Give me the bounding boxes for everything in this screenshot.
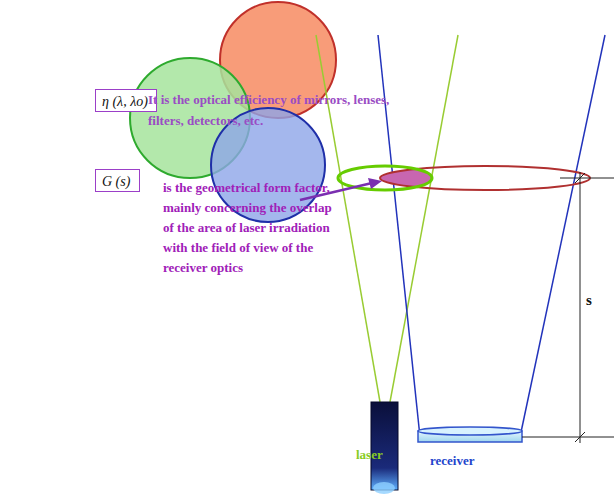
- laser-beam-edge: [390, 35, 458, 402]
- arrow-head: [368, 178, 382, 189]
- form-factor-note: is the geometrical form factor, mainly c…: [163, 178, 345, 278]
- laser-label: laser: [356, 446, 383, 463]
- receiver-label: receiver: [430, 452, 475, 469]
- laser-body: [371, 402, 398, 490]
- symbol-text: η (λ, λo): [102, 94, 148, 109]
- receiver-fov-ellipse: [380, 166, 590, 190]
- symbol-box: G (s): [95, 169, 140, 192]
- receiver-top: [418, 427, 522, 435]
- symbol-box: η (λ, λo): [95, 89, 157, 112]
- dimension-tick: [575, 173, 585, 183]
- overlap-area: [338, 166, 432, 190]
- dimension-extension: [522, 437, 614, 438]
- dimension-line: [580, 172, 581, 443]
- dimension-tick: [575, 432, 585, 442]
- dimension-extension: [560, 178, 614, 179]
- symbol-text: G (s): [102, 174, 130, 189]
- receiver-fov-edge: [520, 35, 605, 437]
- laser-beam-edge: [316, 35, 380, 402]
- efficiency-note: It is the optical efficiency of mirrors,…: [148, 89, 398, 131]
- laser-spot-ellipse: [338, 166, 432, 190]
- laser-glow: [373, 482, 395, 494]
- dimension-label: s: [586, 292, 592, 309]
